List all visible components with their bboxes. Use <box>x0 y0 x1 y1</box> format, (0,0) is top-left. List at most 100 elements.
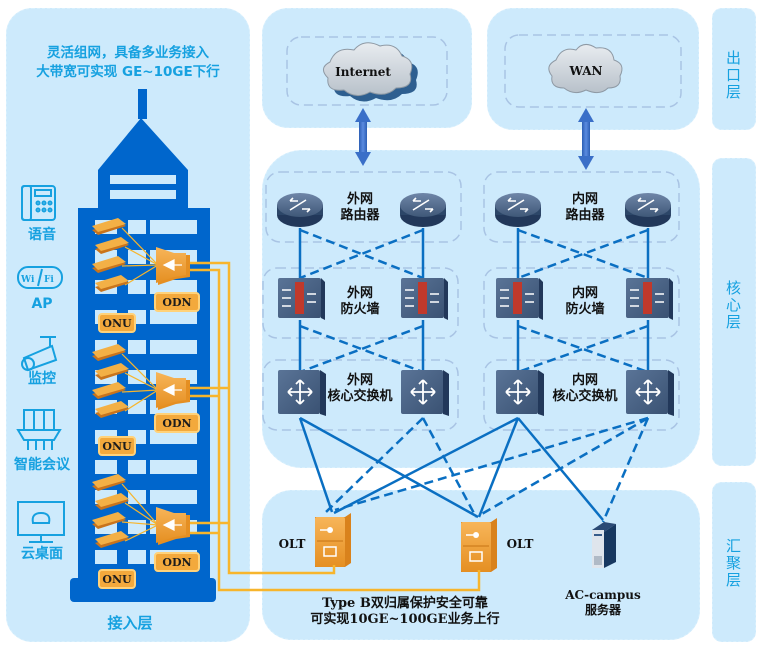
int-switch-label: 内网 核心交换机 <box>552 373 618 404</box>
conference-icon <box>16 409 62 450</box>
aggregation-dashed-links <box>325 416 650 523</box>
int-firewall-group-box <box>483 267 680 339</box>
building-window <box>183 280 197 294</box>
odn-splitter-icon <box>156 372 190 410</box>
firewall-icon <box>278 278 325 320</box>
int-firewall-label: 内网 防火墙 <box>565 286 605 317</box>
core-layer-label: 核心层 <box>724 279 742 331</box>
ext-router-group-box <box>265 171 462 243</box>
service-label-voice: 语音 <box>28 227 56 243</box>
building-window <box>128 400 146 414</box>
building-window <box>183 490 197 504</box>
wan-cloud-icon <box>548 44 623 94</box>
building-window <box>150 490 192 504</box>
access-layer-label: 接入层 <box>107 614 153 632</box>
building-window <box>183 310 197 324</box>
internet-uplink-arrow <box>355 108 371 166</box>
building-window <box>95 550 117 564</box>
core-switch-icon <box>401 370 449 416</box>
core-layer-tab <box>712 158 756 466</box>
building-window <box>95 460 117 474</box>
firewall-icon <box>401 278 448 320</box>
building-window <box>150 340 192 354</box>
aggregation-note: Type B双归属保护安全可靠 可实现10GE~100GE业务上行 <box>310 596 500 627</box>
onu-device-icon <box>95 524 159 548</box>
int-switch-group-box <box>483 359 680 431</box>
firewall-icon <box>626 278 673 320</box>
building-window <box>150 220 192 234</box>
onu-device-icon <box>92 512 159 529</box>
service-label-surveillance: 监控 <box>28 371 56 387</box>
onu-device-icon <box>95 493 159 526</box>
onu-device-icon <box>92 474 159 526</box>
wan-uplink-arrow <box>578 108 594 170</box>
onu-device-icon <box>95 389 159 418</box>
building-window <box>128 490 146 504</box>
camera-icon <box>21 336 58 372</box>
int-router-group-box <box>483 171 680 243</box>
building-window <box>183 340 197 354</box>
wan-group-box <box>504 34 682 108</box>
firewall-icon <box>496 278 543 320</box>
odn-tag: ODN <box>154 292 200 312</box>
internet-group-box <box>286 36 448 106</box>
building-window <box>128 250 146 264</box>
router-icon <box>277 193 323 227</box>
onu-device-icon <box>92 218 159 266</box>
core-switch-icon <box>626 370 674 416</box>
onu-tag: ONU <box>98 436 136 456</box>
aggregation-layer-label: 汇聚层 <box>724 537 742 589</box>
building-window <box>183 460 197 474</box>
phone-icon <box>21 185 56 221</box>
service-label-conference: 智能会议 <box>14 457 70 473</box>
building-window <box>128 280 146 294</box>
fiber-links <box>190 261 481 592</box>
core-dashed-links <box>299 228 649 374</box>
building-window <box>183 430 197 444</box>
wan-label: WAN <box>569 64 603 78</box>
aggregation-solid-links <box>298 416 604 521</box>
ext-switch-label: 外网 核心交换机 <box>327 373 393 404</box>
building-window <box>183 220 197 234</box>
server-icon <box>592 522 616 568</box>
onu-device-icon <box>92 344 159 391</box>
router-icon <box>400 193 446 227</box>
odn-tag: ODN <box>154 413 200 433</box>
olt-device-icon <box>315 513 351 567</box>
building-window <box>183 400 197 414</box>
building-window <box>128 550 146 564</box>
building-window <box>150 460 192 474</box>
olt-device-icon <box>461 518 497 572</box>
onu-device-icon <box>95 264 159 292</box>
cloud-desktop-icon <box>17 501 65 543</box>
ext-firewall-label: 外网 防火墙 <box>340 286 380 317</box>
egress-layer-tab <box>712 8 756 130</box>
core-solid-links <box>298 228 650 372</box>
core-switch-icon <box>496 370 544 416</box>
odn-splitter-icon <box>156 507 190 545</box>
router-icon <box>625 193 671 227</box>
core-switch-icon <box>278 370 326 416</box>
server-label: AC-campus 服务器 <box>565 588 641 617</box>
internet-cloud-icon <box>323 42 418 102</box>
int-router-label: 内网 路由器 <box>565 192 605 223</box>
internet-label: Internet <box>335 65 391 79</box>
onu-tag: ONU <box>98 313 136 333</box>
service-label-cloud-desktop: 云桌面 <box>21 546 63 562</box>
service-label-ap: AP <box>31 296 53 312</box>
access-headline: 灵活组网，具备多业务接入 大带宽可实现 GE~10GE下行 <box>36 45 220 80</box>
odn-tag: ODN <box>154 552 200 572</box>
svg-text:Wi: Wi <box>20 275 35 285</box>
aggregation-layer-tab <box>712 482 756 642</box>
router-icon <box>495 193 541 227</box>
ext-switch-group-box <box>262 359 459 431</box>
ext-firewall-group-box <box>262 267 459 339</box>
wifi-icon: Wi Fi <box>17 266 63 289</box>
onu-device-icon <box>92 256 159 273</box>
onu-device-icon <box>92 382 159 399</box>
egress-layer-label: 出口层 <box>724 49 742 101</box>
olt-label-right: OLT <box>506 537 534 551</box>
ext-router-label: 外网 路由器 <box>340 192 380 223</box>
